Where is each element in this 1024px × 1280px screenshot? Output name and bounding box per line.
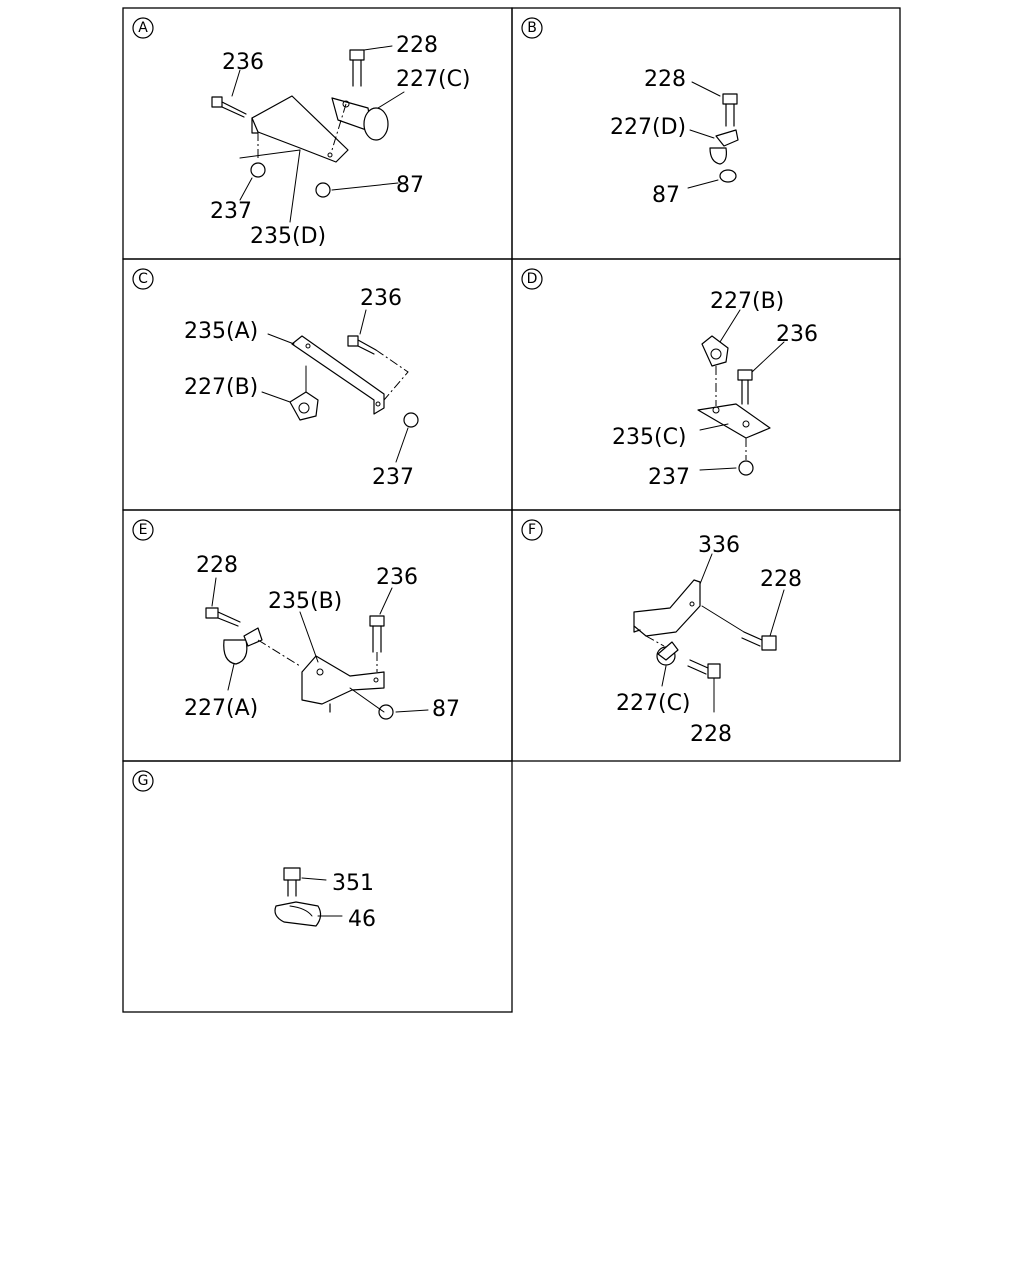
- panel-a: A 236: [132, 17, 471, 249]
- panel-b: B 228 227(D) 87: [521, 17, 739, 208]
- bracket-235b: [301, 655, 385, 705]
- label-237: 237: [210, 199, 252, 224]
- panel-a-marker: A: [132, 17, 154, 39]
- panel-d-marker: D: [521, 268, 543, 290]
- bolt-236: [369, 615, 385, 653]
- label-87: 87: [396, 173, 424, 198]
- bracket-336: [633, 579, 701, 637]
- label-351: 351: [332, 871, 374, 896]
- svg-text:F: F: [528, 522, 536, 538]
- label-227c: 227(C): [396, 67, 471, 92]
- label-236: 236: [222, 50, 264, 75]
- clamp-46: [274, 901, 322, 927]
- panel-b-frame: [511, 7, 901, 260]
- panel-e: E 228 236 235(B) 227(A) 87: [132, 519, 460, 722]
- label-235a: 235(A): [184, 319, 258, 344]
- label-235b: 235(B): [268, 589, 342, 614]
- svg-text:C: C: [138, 271, 148, 287]
- nut-87: [719, 169, 737, 183]
- label-228: 228: [644, 67, 686, 92]
- panel-f-frame: [511, 509, 901, 762]
- clamp-227b: [701, 335, 729, 367]
- label-228: 228: [396, 33, 438, 58]
- label-236: 236: [776, 322, 818, 347]
- panel-e-marker: E: [132, 519, 154, 541]
- label-236: 236: [376, 565, 418, 590]
- label-227d: 227(D): [610, 115, 686, 140]
- label-228-upper: 228: [760, 567, 802, 592]
- panel-g-frame: [122, 760, 513, 1013]
- svg-text:D: D: [527, 271, 538, 287]
- label-236: 236: [360, 286, 402, 311]
- bolt-228-lower: [687, 659, 721, 679]
- label-228-lower: 228: [690, 722, 732, 747]
- label-227b: 227(B): [710, 289, 784, 314]
- bolt-236: [211, 96, 247, 118]
- label-87: 87: [652, 183, 680, 208]
- label-227c: 227(C): [616, 691, 691, 716]
- label-87: 87: [432, 697, 460, 722]
- label-46: 46: [348, 907, 376, 932]
- bolt-228: [722, 93, 738, 127]
- panel-d-frame: [511, 258, 901, 511]
- nut-87: [378, 704, 394, 720]
- bolt-236: [737, 369, 753, 405]
- label-227a: 227(A): [184, 696, 258, 721]
- bolt-351: [283, 867, 301, 897]
- panel-b-marker: B: [521, 17, 543, 39]
- label-336: 336: [698, 533, 740, 558]
- svg-text:A: A: [138, 20, 148, 36]
- svg-text:G: G: [138, 773, 149, 789]
- panel-f-marker: F: [521, 519, 543, 541]
- svg-text:B: B: [527, 20, 537, 36]
- label-235c: 235(C): [612, 425, 687, 450]
- plate-235c: [697, 403, 771, 439]
- bolt-228: [349, 49, 365, 87]
- bracket-235a: [291, 335, 385, 415]
- bolt-228-upper: [741, 631, 777, 651]
- nut-237: [250, 162, 266, 178]
- clamp-227b: [289, 391, 319, 421]
- label-235d: 235(D): [250, 224, 326, 249]
- nut-237: [403, 412, 419, 428]
- clamp-227a: [223, 627, 263, 665]
- nut-237: [738, 460, 754, 476]
- label-237: 237: [372, 465, 414, 490]
- label-227b: 227(B): [184, 375, 258, 400]
- bolt-236: [347, 335, 377, 355]
- clamp-227c: [656, 641, 679, 666]
- panel-c-marker: C: [132, 268, 154, 290]
- panel-c-frame: [122, 258, 513, 511]
- bolt-228: [205, 607, 241, 627]
- panel-e-frame: [122, 509, 513, 762]
- panel-g-marker: G: [132, 770, 154, 792]
- panel-c: C 236 235(A) 227(B) 237: [132, 268, 419, 490]
- panel-g: G 351 46: [132, 770, 376, 932]
- clamp-227d: [709, 129, 739, 165]
- nut-87: [315, 182, 331, 198]
- label-228: 228: [196, 553, 238, 578]
- clamp-227c: [331, 97, 389, 141]
- panel-d: D 227(B) 236 235(C) 237: [521, 268, 818, 490]
- panel-f: F 336 228 227(C) 228: [521, 519, 802, 747]
- svg-text:E: E: [139, 522, 148, 538]
- label-237: 237: [648, 465, 690, 490]
